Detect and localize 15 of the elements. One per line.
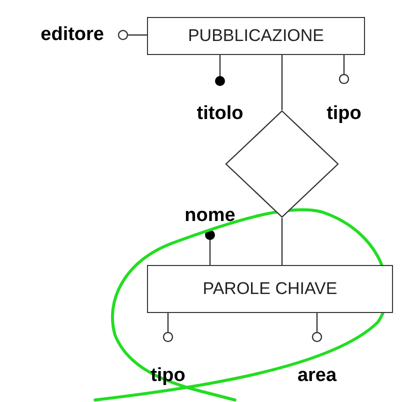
attribute-line xyxy=(162,313,174,342)
attribute-label: tipo xyxy=(326,102,362,126)
attribute-line xyxy=(338,55,350,84)
attribute-line xyxy=(312,313,322,342)
attribute-label: area xyxy=(297,364,337,388)
attribute-line xyxy=(118,30,147,40)
attribute-line xyxy=(205,230,215,265)
attribute-label: titolo xyxy=(196,102,244,126)
entity-box: PUBBLICAZIONE xyxy=(147,17,365,55)
relationship-line xyxy=(281,218,283,265)
attribute-label: editore xyxy=(40,23,104,47)
entity-box: PAROLE CHIAVE xyxy=(147,265,393,313)
attribute-line xyxy=(215,55,225,86)
relationship-line xyxy=(281,55,283,110)
attribute-label: nome xyxy=(184,204,236,228)
